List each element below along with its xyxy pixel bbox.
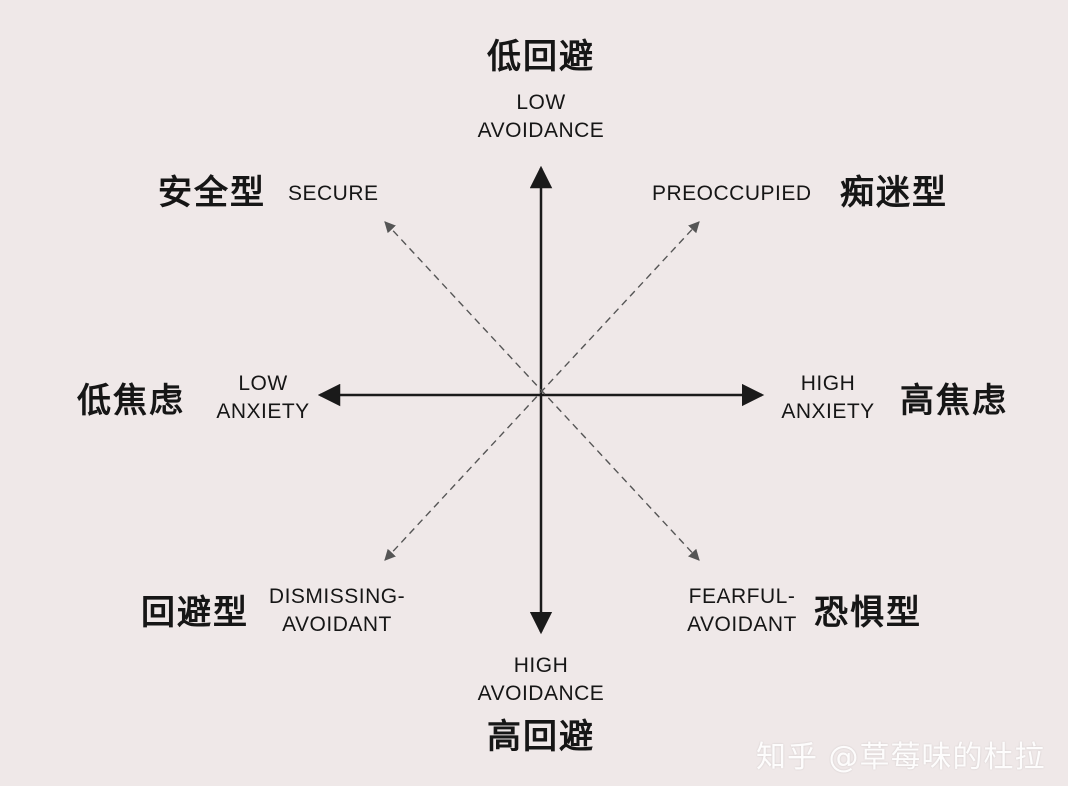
- quadrant-fearful-en: FEARFUL- AVOIDANT: [674, 583, 810, 639]
- axis-left-en-line1: LOW: [238, 372, 288, 395]
- quadrant-fearful-en-line2: AVOIDANT: [687, 613, 797, 636]
- axis-left-en-line2: ANXIETY: [216, 400, 310, 423]
- axis-bottom-en: HIGH AVOIDANCE: [441, 652, 641, 708]
- axis-right-en: HIGH ANXIETY: [768, 370, 888, 426]
- diagonal-secure-fearful: [384, 221, 700, 561]
- quadrant-preoccupied-zh: 痴迷型: [840, 173, 948, 213]
- axis-top-zh: 低回避: [487, 37, 595, 77]
- axis-right-zh: 高焦虑: [900, 381, 1008, 421]
- quadrant-fearful-zh: 恐惧型: [814, 593, 922, 633]
- quadrant-secure-en: SECURE: [288, 182, 379, 205]
- quadrant-dismissing-en-line1: DISMISSING-: [268, 585, 406, 608]
- axis-top-en-line2: AVOIDANCE: [477, 119, 605, 142]
- axis-top-en-line1: LOW: [516, 91, 566, 114]
- quadrant-preoccupied-en: PREOCCUPIED: [652, 182, 812, 205]
- axis-bottom-en-line1: HIGH: [513, 654, 569, 677]
- axis-right-en-line1: HIGH: [800, 372, 856, 395]
- axis-top-en: LOW AVOIDANCE: [441, 89, 641, 145]
- axis-bottom-zh: 高回避: [487, 717, 595, 757]
- axis-bottom-en-line2: AVOIDANCE: [477, 682, 605, 705]
- quadrant-fearful-en-line1: FEARFUL-: [688, 585, 796, 608]
- quadrant-secure-zh: 安全型: [158, 173, 266, 213]
- quadrant-dismissing-en: DISMISSING- AVOIDANT: [262, 583, 412, 639]
- quadrant-dismissing-zh: 回避型: [141, 593, 249, 633]
- axis-left-zh: 低焦虑: [77, 381, 185, 421]
- axis-left-en: LOW ANXIETY: [203, 370, 323, 426]
- quadrant-dismissing-en-line2: AVOIDANT: [282, 613, 392, 636]
- watermark: 知乎 @草莓味的杜拉: [756, 740, 1046, 775]
- axis-right-en-line2: ANXIETY: [781, 400, 875, 423]
